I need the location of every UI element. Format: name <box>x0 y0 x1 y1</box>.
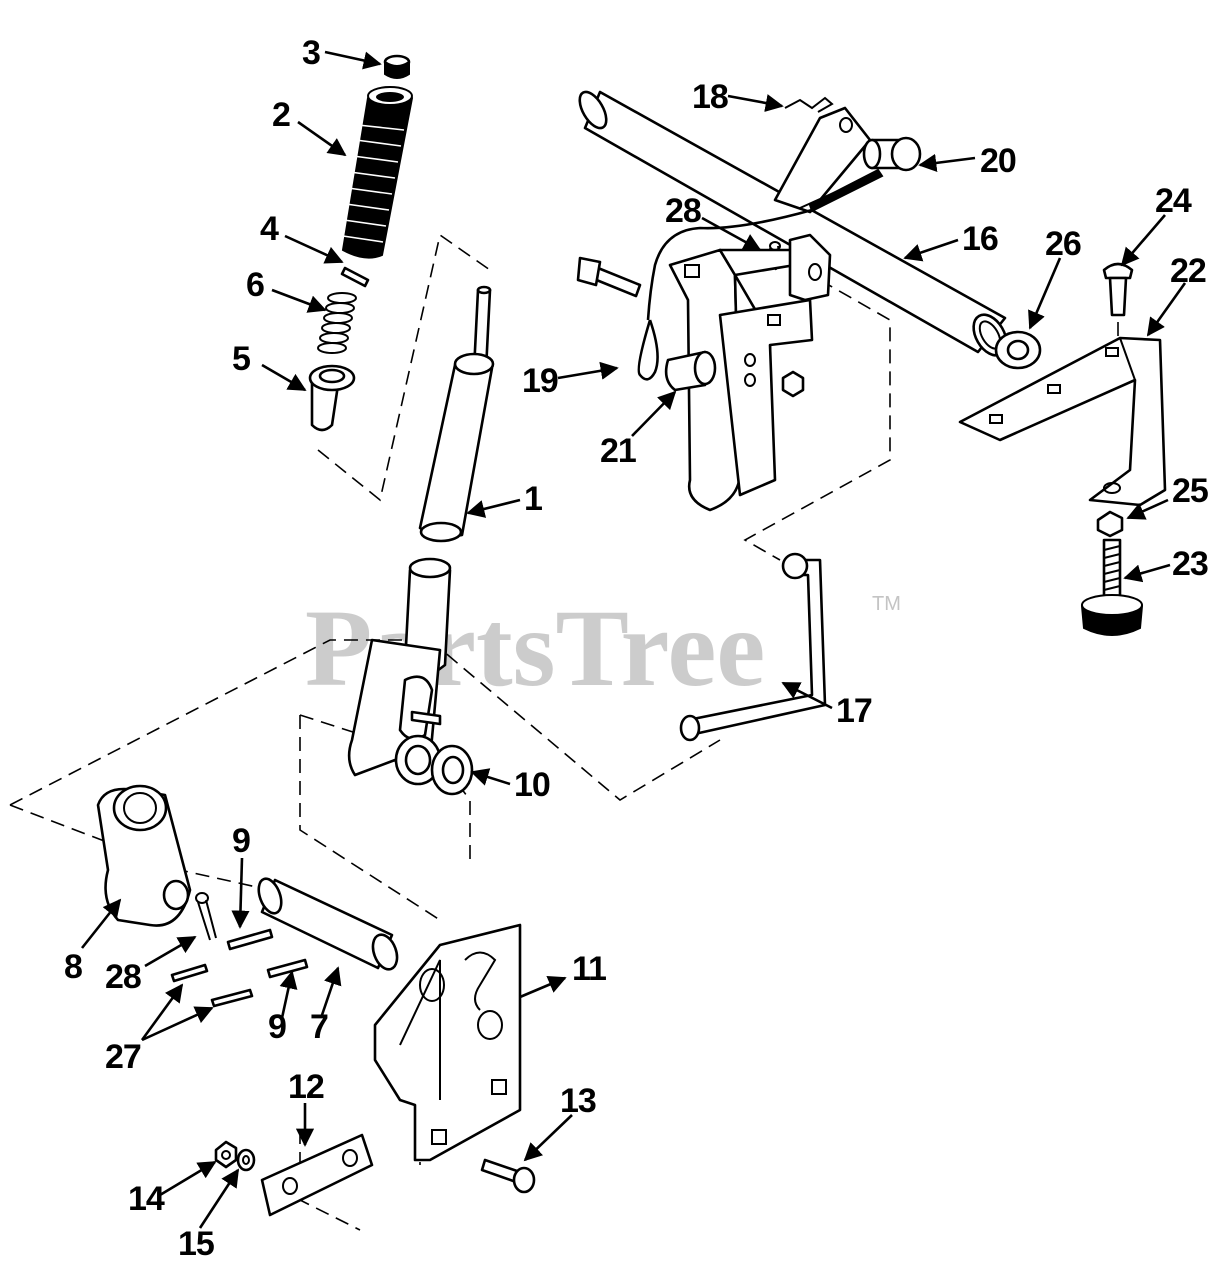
part-13-bolt <box>480 1158 536 1194</box>
callout-22: 22 <box>1170 252 1206 290</box>
callout-14: 14 <box>128 1180 165 1218</box>
callout-23: 23 <box>1172 545 1208 583</box>
callout-28-upper: 28 <box>665 192 701 230</box>
callout-1: 1 <box>524 480 542 518</box>
carriage-bolt <box>576 256 642 298</box>
part-4-pin <box>340 266 370 288</box>
part-15-lockwasher <box>236 1148 256 1172</box>
part-3-cap <box>383 54 411 79</box>
part-23-leveling-foot <box>1080 538 1144 636</box>
center-bracket-assembly <box>664 233 832 512</box>
callout-20: 20 <box>980 142 1016 180</box>
part-1-lever <box>418 285 495 543</box>
part-27-roll-pin-b <box>210 988 254 1008</box>
part-25-nut <box>1096 510 1124 538</box>
callout-15: 15 <box>178 1225 214 1263</box>
part-9-roll-pin-lower <box>266 958 309 979</box>
callout-24: 24 <box>1155 182 1192 220</box>
part-6-spring <box>317 292 357 354</box>
callout-4: 4 <box>260 210 279 248</box>
part-27-roll-pin-a <box>170 963 209 983</box>
part-22-bracket <box>958 336 1167 507</box>
callout-leaders <box>80 50 1187 1229</box>
tube-bracket <box>773 106 884 214</box>
callout-28-lower: 28 <box>105 958 141 996</box>
callout-11: 11 <box>572 950 606 988</box>
part-19-cable <box>637 208 813 381</box>
lower-lever-assembly <box>347 557 452 786</box>
callout-13: 13 <box>560 1082 596 1120</box>
assembly-guide-lines <box>9 233 1119 1231</box>
part-20-knob <box>862 136 922 172</box>
part-28-cotter-pin-lower <box>195 892 217 941</box>
callout-27: 27 <box>105 1038 141 1076</box>
trademark-mark: TM <box>872 593 901 615</box>
callout-21: 21 <box>600 432 636 470</box>
callout-3: 3 <box>302 34 320 72</box>
part-17-rod <box>679 552 827 742</box>
part-26-washer <box>994 330 1042 370</box>
callout-8: 8 <box>64 948 82 986</box>
part-18-clip <box>784 96 834 113</box>
callout-12: 12 <box>288 1068 324 1106</box>
part-12-plate <box>260 1133 374 1217</box>
part-5-bushing <box>308 364 356 432</box>
callout-labels: 3 2 4 6 5 1 18 20 28 16 26 24 22 19 21 2… <box>64 34 1209 1263</box>
part-9-roll-pin-upper <box>226 928 274 951</box>
callout-9-upper: 9 <box>232 822 250 860</box>
part-16-tube <box>578 90 1008 357</box>
callout-17: 17 <box>836 692 872 730</box>
callout-26: 26 <box>1045 225 1081 263</box>
part-2-grip <box>341 86 414 259</box>
part-7-shaft <box>257 877 399 971</box>
callout-16: 16 <box>962 220 998 258</box>
callout-10: 10 <box>514 766 550 804</box>
callout-25: 25 <box>1172 472 1208 510</box>
part-10-washer <box>430 744 474 796</box>
callout-6: 6 <box>246 266 264 304</box>
part-24-bolt <box>1102 262 1134 317</box>
callout-18: 18 <box>692 78 728 116</box>
callout-2: 2 <box>272 96 290 134</box>
callout-7: 7 <box>310 1008 328 1046</box>
part-11-bracket <box>373 923 522 1162</box>
part-14-nut <box>214 1140 238 1169</box>
callout-19: 19 <box>522 362 558 400</box>
callout-9-lower: 9 <box>268 1008 286 1046</box>
callout-5: 5 <box>232 340 250 378</box>
part-8-arm <box>96 784 192 927</box>
